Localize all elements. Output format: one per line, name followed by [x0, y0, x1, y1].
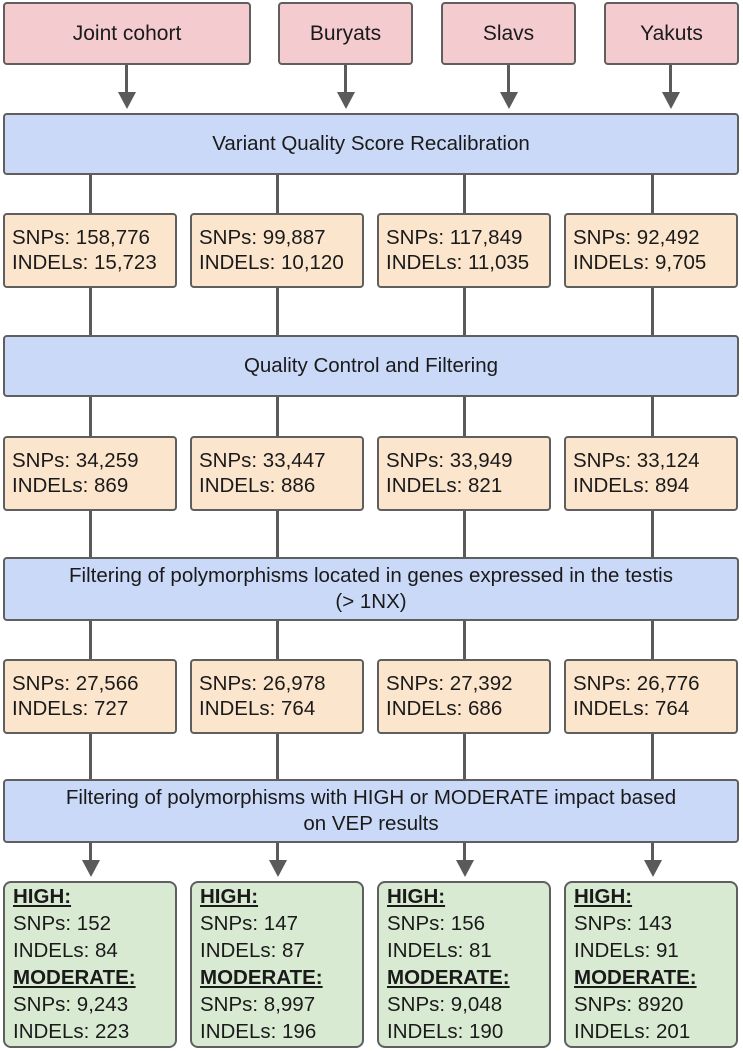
moderate-heading: MODERATE:	[13, 966, 136, 989]
indels-count: INDELs: 10,120	[199, 251, 344, 274]
indels-count: INDELs: 764	[199, 697, 316, 720]
snps-count: SNPs: 26,978	[199, 672, 326, 695]
arrow-icon	[337, 92, 355, 109]
snps-count: SNPs: 34,259	[12, 449, 139, 472]
arrow-icon	[456, 860, 474, 877]
high-snps: SNPs: 156	[387, 912, 485, 935]
moderate-indels: INDELs: 223	[13, 1020, 130, 1043]
high-snps: SNPs: 152	[13, 912, 111, 935]
result-box: HIGH: SNPs: 152 INDELs: 84 MODERATE: SNP…	[3, 881, 177, 1048]
counts-box: SNPs: 34,259 INDELs: 869	[3, 436, 177, 511]
arrow-icon	[82, 860, 100, 877]
cohort-slavs: Slavs	[441, 2, 576, 65]
counts-box: SNPs: 26,776 INDELs: 764	[564, 659, 738, 734]
moderate-heading: MODERATE:	[200, 966, 323, 989]
moderate-snps: SNPs: 9,243	[13, 993, 129, 1016]
arrow-icon	[269, 860, 287, 877]
indels-count: INDELs: 886	[199, 474, 316, 497]
counts-box: SNPs: 33,124 INDELs: 894	[564, 436, 738, 511]
high-indels: INDELs: 91	[574, 939, 679, 962]
step-label: on VEP results	[303, 812, 439, 835]
high-snps: SNPs: 143	[574, 912, 672, 935]
high-indels: INDELs: 81	[387, 939, 492, 962]
high-heading: HIGH:	[574, 885, 633, 908]
cohort-label: Yakuts	[640, 21, 703, 45]
indels-count: INDELs: 821	[386, 474, 503, 497]
step-impact-filtering: Filtering of polymorphisms with HIGH or …	[3, 779, 739, 843]
moderate-indels: INDELs: 196	[200, 1020, 317, 1043]
indels-count: INDELs: 15,723	[12, 251, 157, 274]
cohort-label: Slavs	[482, 21, 535, 45]
step-qc-filtering: Quality Control and Filtering	[3, 335, 739, 397]
indels-count: INDELs: 869	[12, 474, 129, 497]
snps-count: SNPs: 26,776	[573, 672, 700, 695]
high-heading: HIGH:	[387, 885, 446, 908]
result-box: HIGH: SNPs: 156 INDELs: 81 MODERATE: SNP…	[377, 881, 551, 1048]
counts-box: SNPs: 27,392 INDELs: 686	[377, 659, 551, 734]
high-snps: SNPs: 147	[200, 912, 298, 935]
counts-box: SNPs: 33,949 INDELs: 821	[377, 436, 551, 511]
moderate-heading: MODERATE:	[574, 966, 697, 989]
snps-count: SNPs: 99,887	[199, 226, 326, 249]
result-box: HIGH: SNPs: 147 INDELs: 87 MODERATE: SNP…	[190, 881, 364, 1048]
cohort-buryats: Buryats	[278, 2, 413, 65]
cohort-joint: Joint cohort	[3, 2, 251, 65]
step-vqsr: Variant Quality Score Recalibration	[3, 113, 739, 175]
cohort-yakuts: Yakuts	[604, 2, 739, 65]
indels-count: INDELs: 686	[386, 697, 503, 720]
step-label: Quality Control and Filtering	[243, 354, 499, 377]
snps-count: SNPs: 33,124	[573, 449, 700, 472]
step-label: (> 1NX)	[335, 590, 407, 613]
counts-box: SNPs: 27,566 INDELs: 727	[3, 659, 177, 734]
step-label: Filtering of polymorphisms with HIGH or …	[65, 786, 677, 809]
snps-count: SNPs: 27,566	[12, 672, 139, 695]
snps-count: SNPs: 117,849	[386, 226, 523, 249]
high-heading: HIGH:	[13, 885, 72, 908]
arrow-icon	[644, 860, 662, 877]
indels-count: INDELs: 727	[12, 697, 129, 720]
moderate-snps: SNPs: 9,048	[387, 993, 503, 1016]
indels-count: INDELs: 11,035	[386, 251, 530, 274]
indels-count: INDELs: 894	[573, 474, 690, 497]
counts-box: SNPs: 158,776 INDELs: 15,723	[3, 213, 177, 288]
indels-count: INDELs: 9,705	[573, 251, 707, 274]
counts-box: SNPs: 26,978 INDELs: 764	[190, 659, 364, 734]
indels-count: INDELs: 764	[573, 697, 690, 720]
snps-count: SNPs: 158,776	[12, 226, 150, 249]
arrow-icon	[662, 92, 680, 109]
moderate-indels: INDELs: 190	[387, 1020, 504, 1043]
arrow-icon	[500, 92, 518, 109]
counts-box: SNPs: 33,447 INDELs: 886	[190, 436, 364, 511]
counts-box: SNPs: 99,887 INDELs: 10,120	[190, 213, 364, 288]
snps-count: SNPs: 33,447	[199, 449, 326, 472]
high-heading: HIGH:	[200, 885, 259, 908]
result-box: HIGH: SNPs: 143 INDELs: 91 MODERATE: SNP…	[564, 881, 738, 1048]
counts-box: SNPs: 117,849 INDELs: 11,035	[377, 213, 551, 288]
moderate-snps: SNPs: 8,997	[200, 993, 316, 1016]
snps-count: SNPs: 27,392	[386, 672, 513, 695]
step-label: Variant Quality Score Recalibration	[212, 132, 530, 155]
high-indels: INDELs: 87	[200, 939, 305, 962]
moderate-snps: SNPs: 8920	[574, 993, 684, 1016]
step-label: Filtering of polymorphisms located in ge…	[69, 564, 673, 587]
snps-count: SNPs: 92,492	[573, 226, 700, 249]
step-testis-filtering: Filtering of polymorphisms located in ge…	[3, 557, 739, 621]
cohort-label: Joint cohort	[72, 21, 182, 45]
moderate-heading: MODERATE:	[387, 966, 510, 989]
counts-box: SNPs: 92,492 INDELs: 9,705	[564, 213, 738, 288]
moderate-indels: INDELs: 201	[574, 1020, 691, 1043]
arrow-icon	[118, 92, 136, 109]
cohort-label: Buryats	[309, 21, 382, 45]
high-indels: INDELs: 84	[13, 939, 118, 962]
snps-count: SNPs: 33,949	[386, 449, 513, 472]
